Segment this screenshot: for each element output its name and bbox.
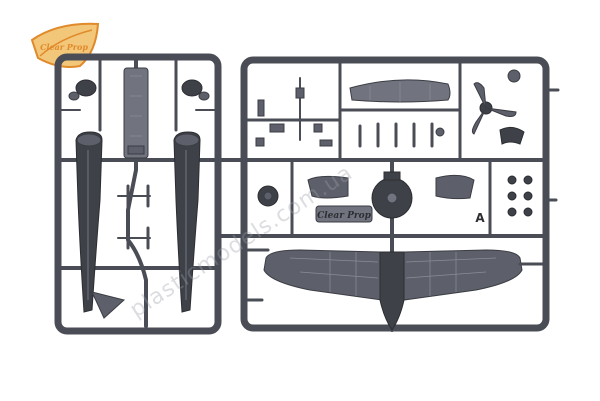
sprue-id-text: Clear Prop [317,211,372,221]
wing-left [263,249,383,301]
gear-legs-part [255,77,333,147]
fin-part [91,291,126,319]
spinner-disc-part [371,171,413,219]
struts-row [358,122,445,148]
tailplane-right [435,174,475,200]
wheel-part-left [257,185,279,207]
fuselage-spine-part [349,79,451,103]
propeller-part [471,82,517,135]
gear-struts-left-frame [126,184,150,250]
tailplane-left [307,175,349,199]
cowl-part-right [181,79,210,101]
wing-right [403,249,523,301]
wheels-right [507,175,533,217]
engine-nacelle-left [75,131,103,313]
cockpit-floor-part [123,67,149,159]
logo-text: Clear Prop [40,42,88,52]
sprue-letter: A [475,211,485,225]
engine-nacelle-right [173,131,201,313]
cowl-part-left [68,79,97,101]
lower-runners [242,248,548,302]
sprue-id-plate: Clear Prop A [315,205,485,225]
fuselage-center-part [379,251,405,331]
small-parts-upper-right [499,69,525,145]
